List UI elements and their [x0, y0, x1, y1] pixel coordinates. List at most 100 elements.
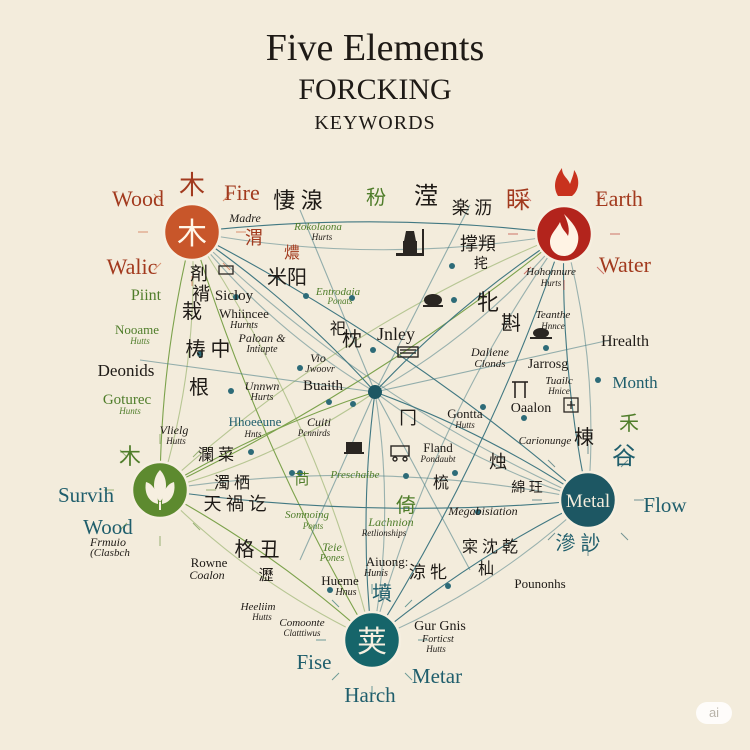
junction-dot	[303, 293, 309, 299]
drum-icon	[344, 442, 364, 454]
label-glyph-left-5: 根	[189, 376, 209, 399]
label-glyph-center-1: 米阳	[267, 266, 307, 289]
connection-line	[374, 391, 589, 501]
junction-dot	[370, 347, 376, 353]
label-teanthe-sub: Hnnce	[540, 321, 565, 331]
flame-icon-top	[555, 168, 579, 196]
label-forticst-sub: Hutts	[425, 644, 446, 654]
label-aiuong: Aiuong:	[366, 554, 409, 569]
label-hueme-sub: Hnus	[334, 587, 356, 598]
connection-line	[159, 489, 373, 641]
label-paloan: Paloan &	[238, 331, 287, 345]
label-glyph-left-1: 剤	[190, 264, 208, 284]
junction-dot	[403, 473, 409, 479]
connection-line	[159, 231, 193, 491]
spoke-line	[374, 204, 471, 393]
element-node-fire	[508, 168, 620, 290]
label-forticst: Forticst	[421, 634, 454, 645]
spoke-line	[299, 209, 376, 393]
label-glyph-mid-4: 烛	[489, 452, 507, 472]
connection-line	[371, 233, 565, 641]
label-walic: Walic	[107, 254, 158, 279]
label-top-glyph-2: 滢	[414, 183, 438, 210]
element-node-wood-bottom: 木	[104, 434, 216, 546]
element-node-wood-top: 木	[138, 178, 246, 286]
label-glyph-mid-5: 梳	[433, 474, 449, 492]
label-glyph-cluster-2: 挓	[474, 256, 488, 272]
label-glyph-mid-3: 冂	[399, 408, 417, 428]
label-paloan-sub: Intiapte	[245, 344, 278, 355]
label-unnwn: Unnwn	[245, 379, 280, 393]
label-teie: Teie	[322, 540, 342, 554]
connection-line	[374, 233, 565, 393]
spoke-line	[374, 391, 471, 571]
connection-line	[371, 499, 589, 641]
label-hueme: Hueme	[321, 573, 359, 588]
junction-dot	[445, 583, 451, 589]
label-deonids: Deonids	[98, 361, 155, 380]
label-hhoeeune: Hhoeeune	[229, 414, 282, 429]
label-daliene: Daliene	[470, 345, 510, 359]
label-glyph-teal-3: 墳	[372, 582, 392, 605]
flame-icon	[550, 214, 579, 256]
label-gontta: Gontta	[447, 406, 483, 421]
label-glyph-mid-6: 寀 沈 乾	[462, 538, 518, 556]
label-vio: Vio	[310, 351, 326, 365]
junction-dot	[451, 297, 457, 303]
label-comoonte: Comoonte	[279, 617, 324, 629]
label-hhoeeune-sub: Hnts	[243, 429, 262, 439]
connection-line	[191, 231, 373, 641]
label-carionunge: Carionunge	[519, 435, 572, 447]
connection-line	[191, 231, 589, 501]
label-preschaibe: Preschaibe	[329, 469, 379, 481]
label-glyph-red-2: 燶	[284, 244, 300, 262]
title-block: Five Elements FORCKING KEYWORDS	[0, 26, 750, 136]
cart-icon	[390, 445, 410, 462]
label-glyph-left-8: 天 禍 讫	[204, 494, 267, 514]
label-unnwn-sub: Hurts	[250, 392, 274, 403]
label-vlielg-sub: Hutts	[165, 436, 186, 446]
label-fise: Fise	[296, 650, 331, 674]
label-entrodaia: Entrodaia	[315, 286, 361, 298]
label-heeliim: Heeliim	[240, 601, 276, 613]
label-jing-glyph: 渭	[245, 228, 263, 248]
label-rowne-sub: Coalon	[189, 568, 224, 582]
wood-glyph-icon: 木	[177, 217, 207, 252]
label-rokolaona-sub: Hurts	[311, 232, 333, 242]
node-rays	[532, 444, 644, 556]
label-glyph-cluster-1: 撑頖	[460, 234, 496, 254]
junction-dot	[368, 385, 382, 399]
connection-line	[374, 233, 565, 393]
label-glyph-right-teal: 谷	[612, 443, 636, 470]
label-heeliim-sub: Hutts	[251, 612, 272, 622]
label-whiincee: Whiincee	[219, 306, 269, 321]
connection-lines	[139, 204, 611, 641]
pagoda-figure-icon	[396, 229, 424, 256]
label-pounonhs: Pounonhs	[514, 576, 565, 591]
bottom-node-glyph: 荚	[357, 625, 387, 660]
junction-dot	[228, 388, 234, 394]
junction-dots	[197, 263, 601, 593]
junction-dot	[449, 263, 455, 269]
label-top-glyph-green: 秎	[366, 186, 386, 209]
label-glyph-green-2: 苘	[294, 471, 309, 488]
label-flow: Flow	[643, 493, 687, 517]
connection-line	[159, 391, 376, 491]
label-top-glyph-red: 睬	[506, 188, 530, 214]
label-hohonnure: Hohonnure	[525, 266, 576, 278]
label-oaalon: Oaalon	[511, 401, 551, 416]
seal-icon	[563, 397, 579, 413]
label-whiincee-sub: Hurnts	[229, 320, 258, 331]
junction-dot	[452, 470, 458, 476]
label-glyph-left-6: 瀾 菜	[198, 446, 234, 464]
label-madre: Madre	[228, 211, 261, 225]
label-vio-sub: Jwoovr	[305, 364, 335, 375]
label-megabisiation: Megabisiation	[447, 504, 517, 518]
connection-line	[371, 391, 386, 641]
metal-node-label: Metal	[566, 491, 610, 512]
label-lachnion-sub: Retlionships	[361, 528, 407, 538]
label-glyph-mid-7: 涼 牝	[409, 563, 447, 582]
label-water: Water	[599, 252, 652, 277]
junction-dot	[289, 470, 295, 476]
connection-line	[159, 489, 589, 509]
